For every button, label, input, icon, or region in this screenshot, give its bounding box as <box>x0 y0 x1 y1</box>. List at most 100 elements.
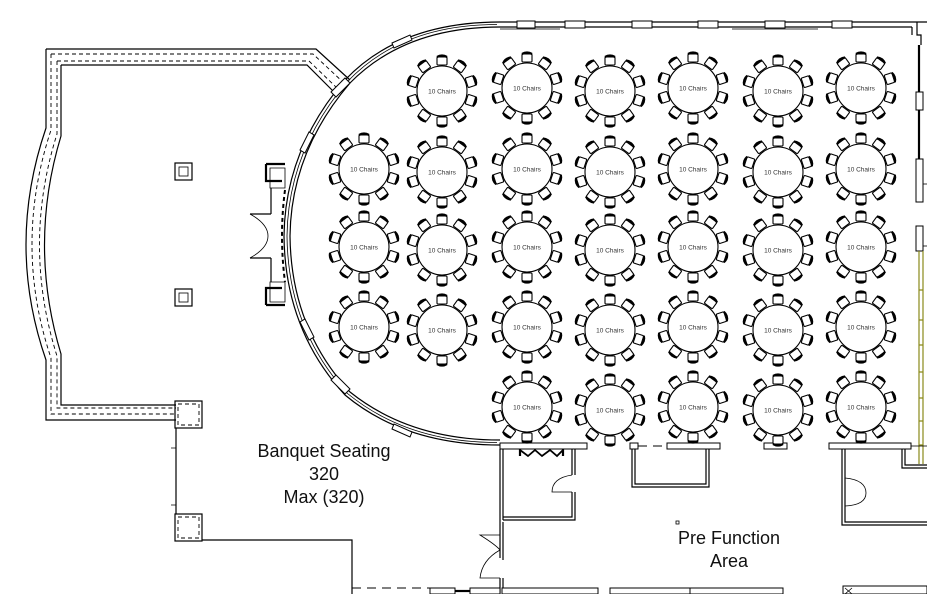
banquet-table[interactable]: 10 Chairs <box>742 213 814 287</box>
banquet-table[interactable]: 10 Chairs <box>491 51 563 125</box>
chair <box>406 253 420 267</box>
chair <box>328 330 342 344</box>
chair <box>453 140 468 155</box>
chair <box>549 91 563 105</box>
banquet-table[interactable]: 10 Chairs <box>328 290 400 364</box>
closet-door[interactable] <box>551 474 573 493</box>
double-door-west[interactable] <box>249 162 286 307</box>
chair <box>632 175 646 189</box>
banquet-table[interactable]: 10 Chairs <box>742 54 814 128</box>
banquet-table[interactable]: 10 Chairs <box>657 290 729 364</box>
chair <box>742 74 756 88</box>
banquet-table[interactable]: 10 Chairs <box>574 213 646 287</box>
table-top <box>752 65 804 117</box>
table-label: 10 Chairs <box>679 245 708 252</box>
table-top <box>584 304 636 356</box>
table-label: 10 Chairs <box>596 408 625 415</box>
table-top <box>667 143 719 195</box>
chair <box>386 230 400 244</box>
chair <box>338 137 353 152</box>
banquet-table[interactable]: 10 Chairs <box>328 132 400 206</box>
chair <box>855 210 867 222</box>
chair <box>742 393 756 407</box>
chair <box>704 424 719 439</box>
table-top <box>338 221 390 273</box>
chair <box>549 390 563 404</box>
chair <box>632 74 646 88</box>
table-label: 10 Chairs <box>350 325 379 332</box>
banquet-table[interactable]: 10 Chairs <box>406 213 478 287</box>
banquet-table[interactable]: 10 Chairs <box>657 370 729 444</box>
chair <box>436 355 448 367</box>
banquet-table[interactable]: 10 Chairs <box>742 293 814 367</box>
chair <box>667 344 682 359</box>
banquet-table[interactable]: 10 Chairs <box>406 293 478 367</box>
chair <box>715 71 729 85</box>
chair <box>872 137 887 152</box>
chair <box>715 250 729 264</box>
pre-function-door[interactable] <box>478 534 501 579</box>
chair <box>375 344 390 359</box>
chair <box>855 194 867 206</box>
banquet-table[interactable]: 10 Chairs <box>574 293 646 367</box>
table-label: 10 Chairs <box>428 170 457 177</box>
chair <box>704 215 719 230</box>
table-top <box>667 381 719 433</box>
chair <box>621 140 636 155</box>
chair <box>667 375 682 390</box>
chair <box>584 298 599 313</box>
column-bottom <box>174 288 193 307</box>
chair <box>358 194 370 206</box>
chair <box>657 410 671 424</box>
banquet-table[interactable]: 10 Chairs <box>657 132 729 206</box>
bottom-wall <box>352 585 927 594</box>
banquet-table[interactable]: 10 Chairs <box>657 210 729 284</box>
banquet-table[interactable]: 10 Chairs <box>825 51 897 125</box>
banquet-table[interactable]: 10 Chairs <box>825 290 897 364</box>
banquet-table[interactable]: 10 Chairs <box>574 54 646 128</box>
banquet-table[interactable]: 10 Chairs <box>406 54 478 128</box>
chair <box>687 352 699 364</box>
banquet-table[interactable]: 10 Chairs <box>574 373 646 447</box>
banquet-table[interactable]: 10 Chairs <box>742 135 814 209</box>
chair <box>375 264 390 279</box>
chair <box>667 295 682 310</box>
banquet-table[interactable]: 10 Chairs <box>491 210 563 284</box>
chair <box>584 378 599 393</box>
banquet-table[interactable]: 10 Chairs <box>657 51 729 125</box>
chair <box>800 175 814 189</box>
banquet-table[interactable]: 10 Chairs <box>742 373 814 447</box>
chair <box>772 197 784 209</box>
banquet-table[interactable]: 10 Chairs <box>328 210 400 284</box>
chair <box>436 54 448 66</box>
chair <box>453 189 468 204</box>
chair <box>416 298 431 313</box>
chair <box>632 393 646 407</box>
banquet-table[interactable]: 10 Chairs <box>406 135 478 209</box>
ballroom-curved-wall <box>283 21 501 446</box>
chair <box>604 355 616 367</box>
chair <box>667 56 682 71</box>
chair <box>491 71 505 85</box>
chair <box>667 264 682 279</box>
banquet-table[interactable]: 10 Chairs <box>491 290 563 364</box>
chair <box>604 435 616 447</box>
chair <box>772 213 784 225</box>
closet-door-east[interactable] <box>844 477 867 507</box>
chair <box>328 250 342 264</box>
banquet-table[interactable]: 10 Chairs <box>574 135 646 209</box>
room-max-capacity: Max (320) <box>283 487 365 507</box>
chair <box>632 253 646 267</box>
banquet-table[interactable]: 10 Chairs <box>825 210 897 284</box>
chair <box>491 310 505 324</box>
marker <box>675 520 680 525</box>
chair <box>501 344 516 359</box>
banquet-table[interactable]: 10 Chairs <box>825 370 897 444</box>
table-label: 10 Chairs <box>428 328 457 335</box>
banquet-table[interactable]: 10 Chairs <box>491 370 563 444</box>
banquet-table[interactable]: 10 Chairs <box>825 132 897 206</box>
chair <box>436 213 448 225</box>
center-alcove <box>631 449 710 488</box>
chair <box>667 137 682 152</box>
banquet-table[interactable]: 10 Chairs <box>491 132 563 206</box>
